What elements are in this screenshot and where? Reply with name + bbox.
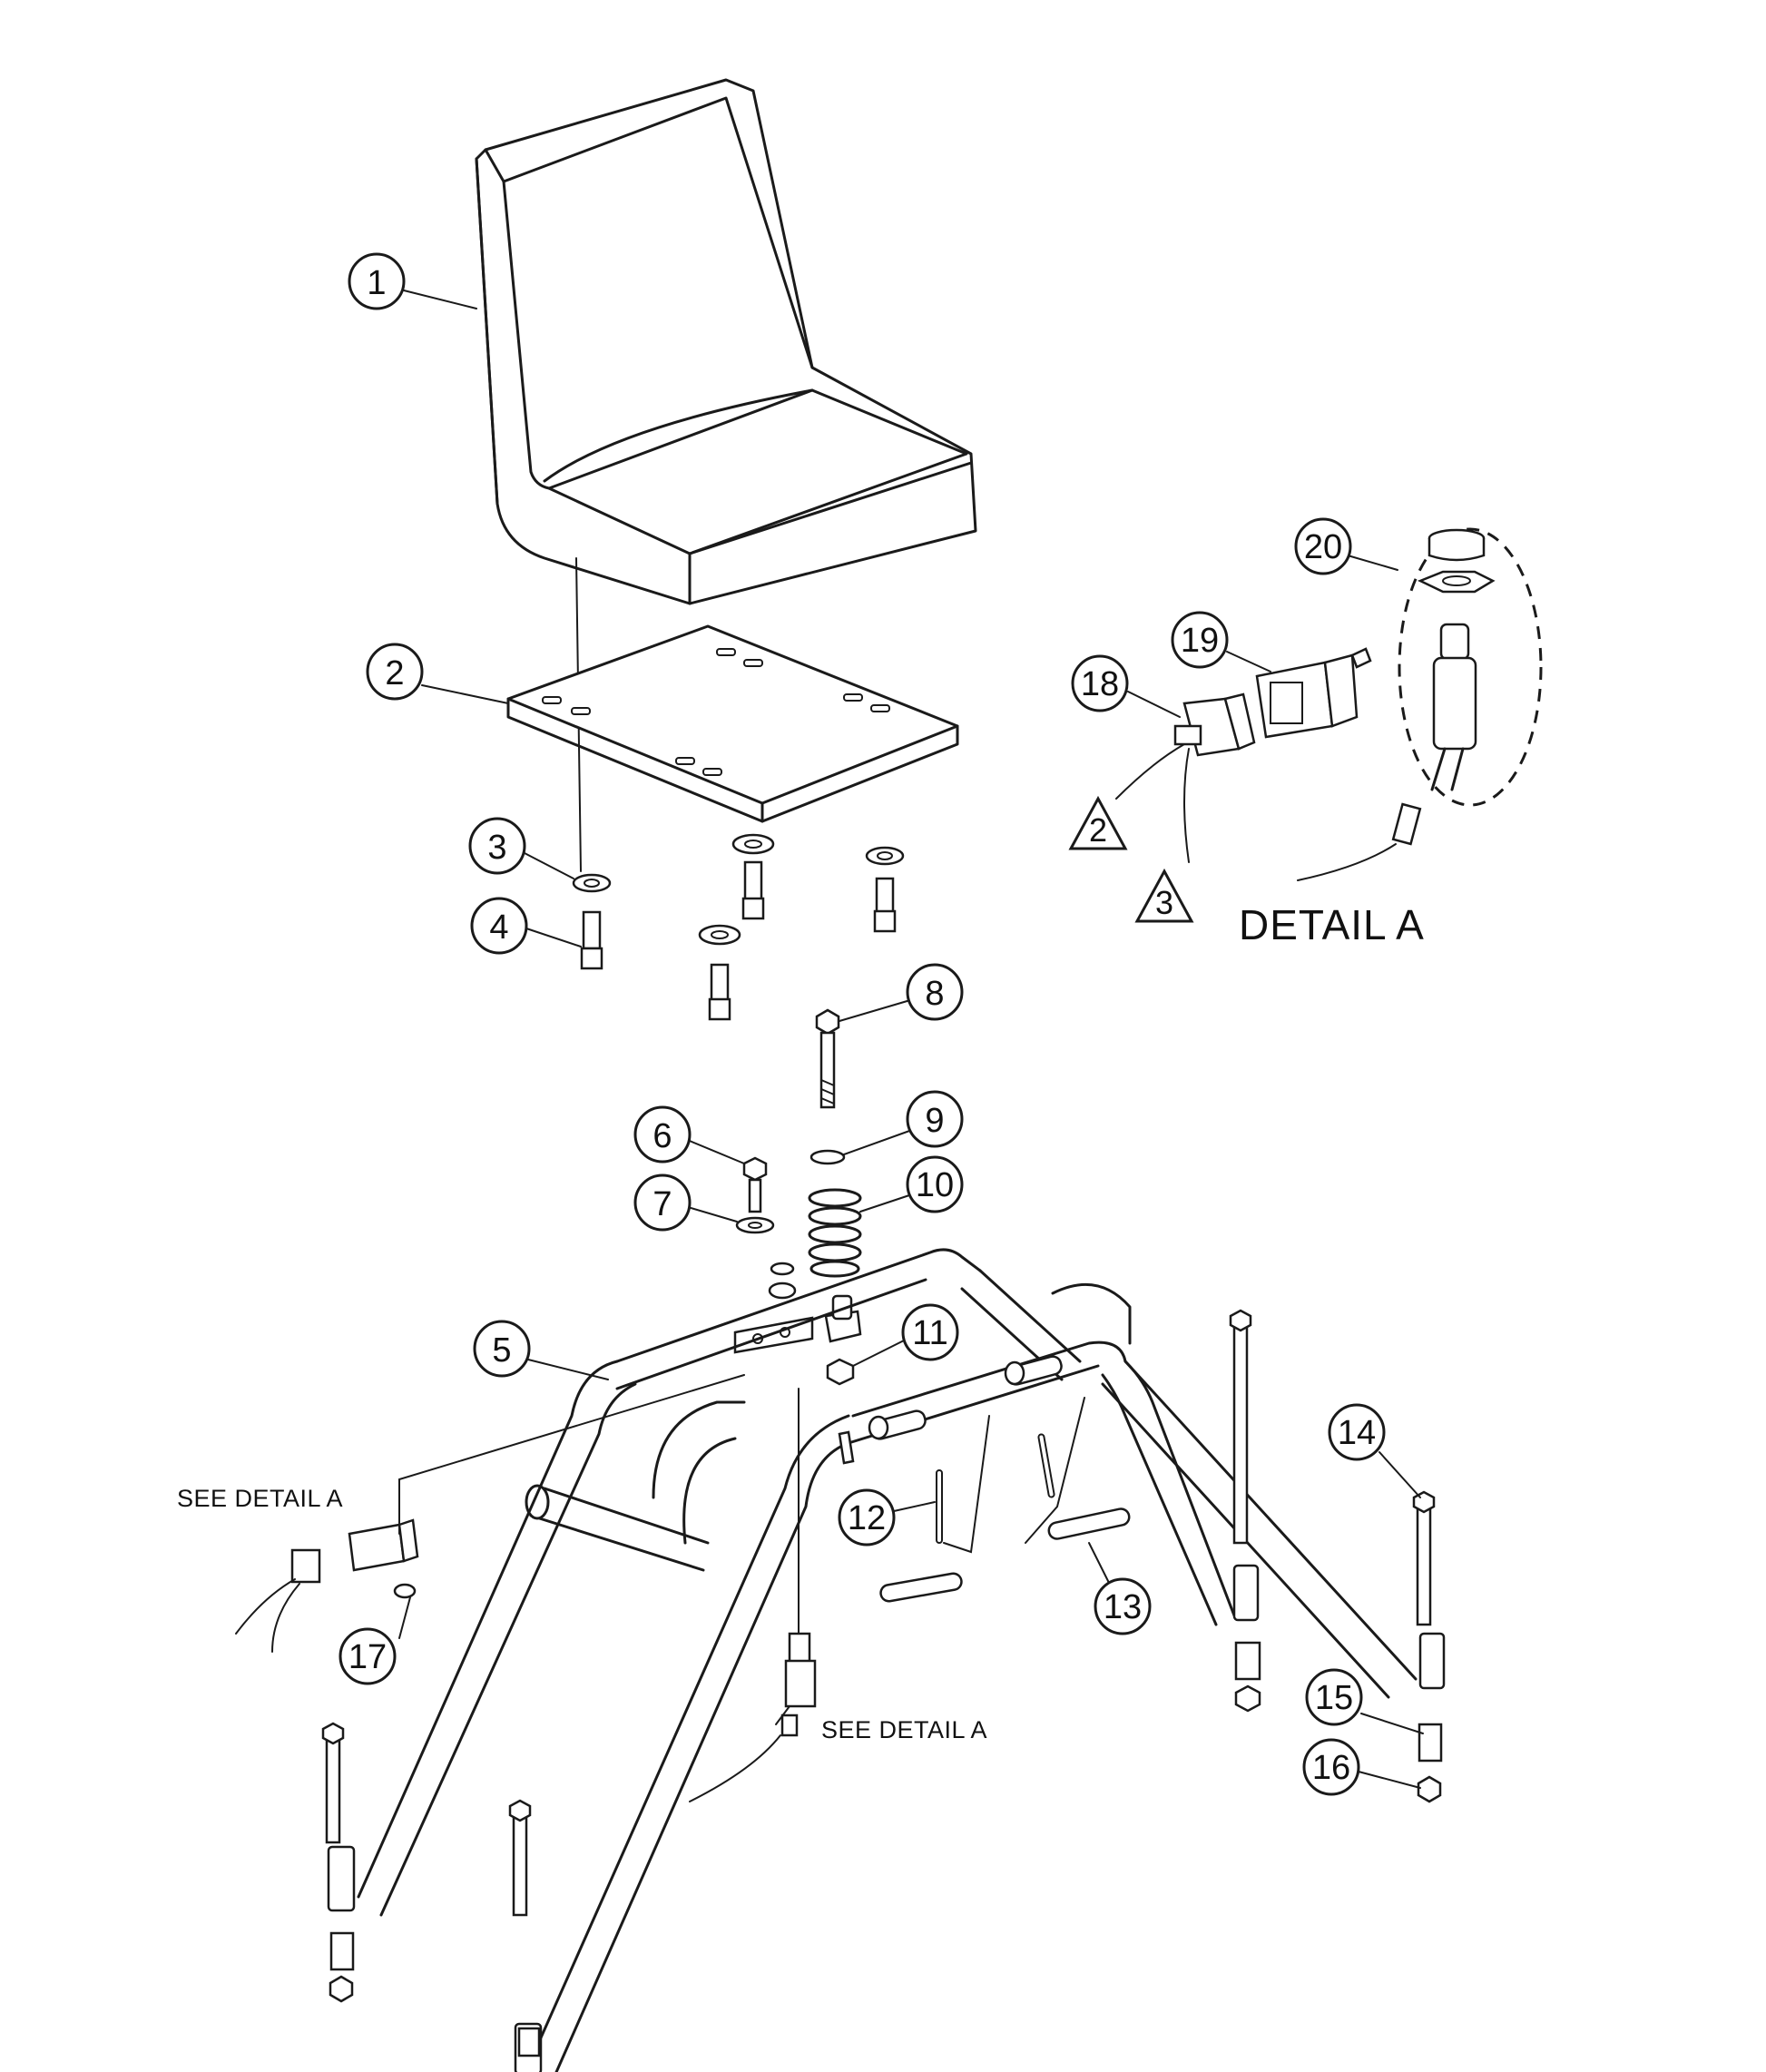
detail-a-title: DETAIL A (1239, 901, 1425, 948)
svg-text:14: 14 (1338, 1414, 1376, 1452)
callout-17: 17 (338, 1627, 397, 1685)
note-triangle-3: 3 (1134, 868, 1194, 923)
callout-3: 3 (468, 817, 526, 875)
callout-10: 10 (906, 1155, 964, 1213)
svg-text:7: 7 (652, 1185, 672, 1223)
pivot-hardware (733, 1008, 862, 1386)
svg-text:15: 15 (1315, 1679, 1353, 1717)
callout-13: 13 (1094, 1577, 1152, 1635)
callout-4: 4 (470, 897, 528, 955)
callout-14: 14 (1328, 1403, 1386, 1461)
callout-9: 9 (906, 1090, 964, 1148)
svg-text:17: 17 (348, 1638, 387, 1676)
leg-hardware (321, 1309, 1443, 2057)
callout-1: 1 (348, 252, 406, 310)
callout-18: 18 (1071, 654, 1129, 712)
lock-washers-and-cap-screws (572, 833, 905, 1021)
svg-text:2: 2 (1089, 811, 1107, 849)
svg-text:8: 8 (925, 975, 944, 1013)
callout-12: 12 (838, 1488, 896, 1547)
svg-text:20: 20 (1304, 528, 1342, 566)
callout-7: 7 (633, 1173, 692, 1232)
svg-text:11: 11 (912, 1314, 947, 1352)
callout-19: 19 (1171, 611, 1229, 669)
svg-text:9: 9 (925, 1102, 944, 1140)
svg-text:16: 16 (1312, 1749, 1350, 1787)
svg-text:4: 4 (489, 908, 508, 947)
svg-text:3: 3 (1155, 884, 1173, 921)
seat-cushion (475, 78, 977, 605)
svg-text:2: 2 (385, 654, 404, 692)
see-detail-a-left: SEE DETAIL A (177, 1485, 343, 1512)
clevis-pins (838, 1355, 1131, 1603)
svg-text:18: 18 (1081, 665, 1119, 703)
svg-text:6: 6 (652, 1117, 672, 1155)
callout-11: 11 (901, 1303, 959, 1361)
seat-switch-bottom (689, 1388, 817, 1802)
callout-15: 15 (1305, 1668, 1363, 1726)
svg-text:13: 13 (1104, 1588, 1142, 1626)
callout-8: 8 (906, 963, 964, 1021)
svg-text:1: 1 (367, 264, 386, 302)
svg-text:10: 10 (916, 1166, 954, 1204)
svg-text:19: 19 (1181, 622, 1219, 660)
svg-text:12: 12 (848, 1499, 886, 1537)
svg-text:5: 5 (492, 1331, 511, 1370)
callout-5: 5 (473, 1320, 531, 1378)
detail-a-drawing (1115, 527, 1543, 881)
callout-6: 6 (633, 1105, 692, 1164)
callout-16: 16 (1302, 1738, 1360, 1796)
seat-switch-left (235, 1374, 745, 1653)
seat-frame (327, 1248, 1446, 2072)
callout-20: 20 (1294, 517, 1352, 575)
note-triangle-2: 2 (1068, 795, 1128, 850)
seat-pan (506, 624, 959, 823)
callout-2: 2 (366, 643, 424, 701)
svg-text:3: 3 (487, 829, 506, 867)
leader-lines (398, 290, 1424, 1789)
see-detail-a-bottom: SEE DETAIL A (821, 1716, 987, 1743)
